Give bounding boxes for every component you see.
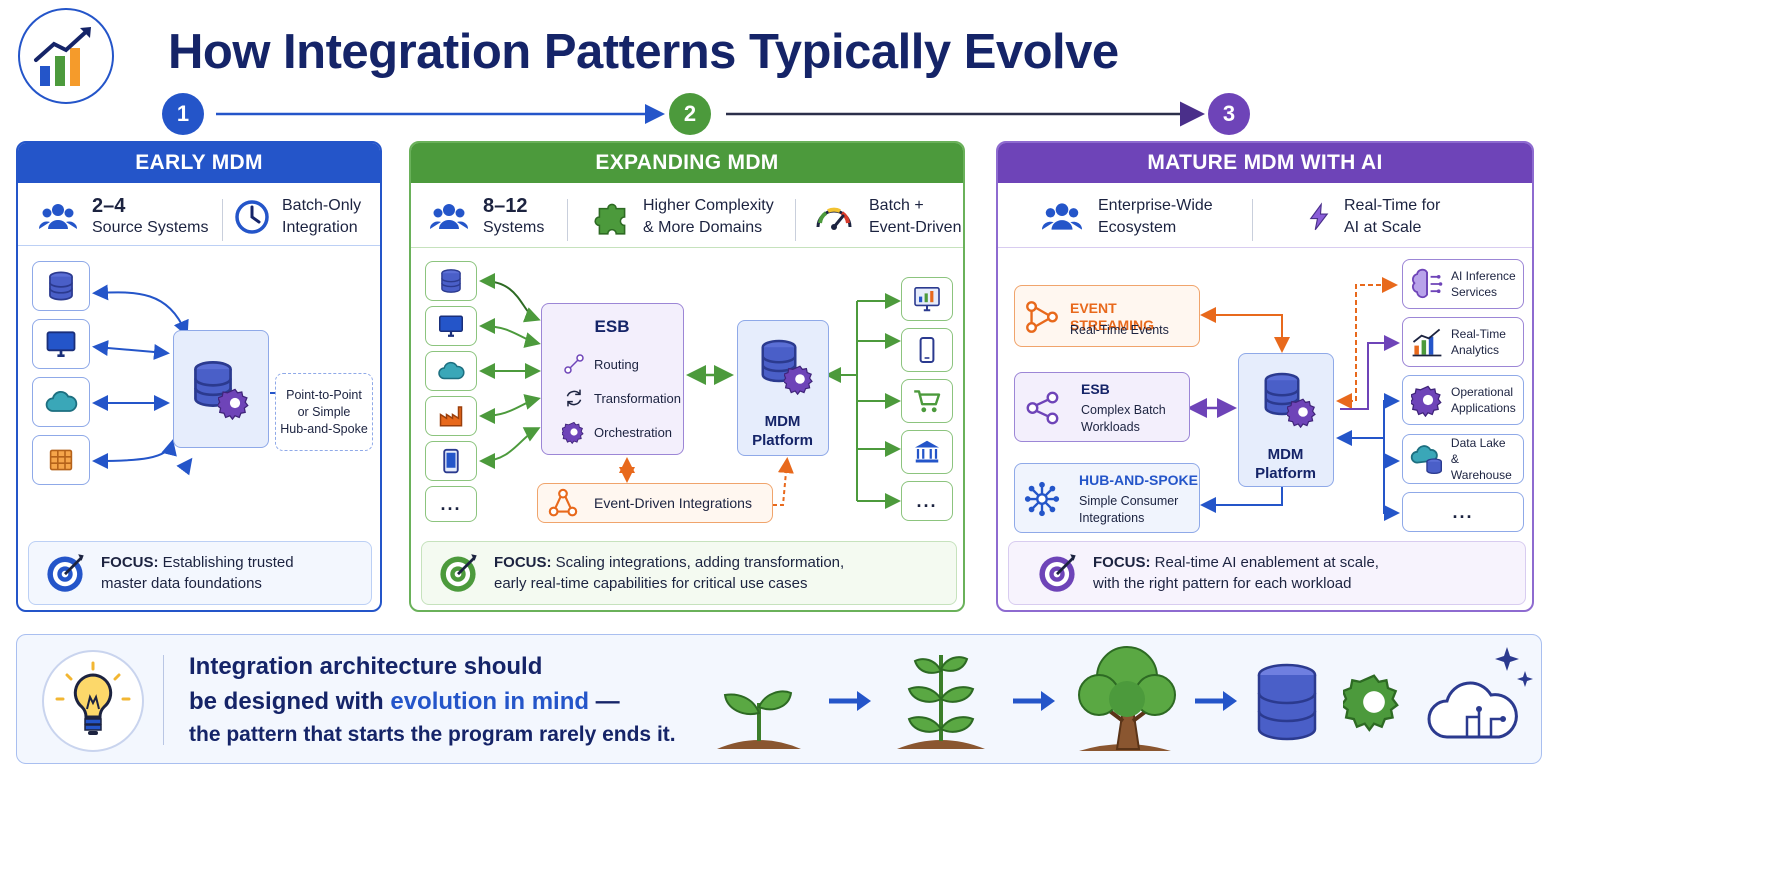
database-gear-icon	[1264, 372, 1316, 428]
sapling-icon	[897, 655, 985, 749]
puzzle-icon	[591, 196, 633, 238]
ai-cloud-icon	[1427, 647, 1533, 739]
target-mobile	[901, 328, 953, 372]
expanding-connectors	[479, 273, 901, 509]
tree-icon	[1078, 646, 1176, 751]
brain-icon	[1409, 266, 1445, 302]
esb-icon	[1023, 389, 1061, 427]
pattern-callout: Point-to-Point or Simple Hub-and-Spoke	[275, 373, 373, 451]
bank-icon	[912, 437, 942, 467]
mdm-hub	[173, 330, 269, 448]
database-icon	[1257, 663, 1317, 741]
source-cloud	[425, 351, 477, 391]
gear-icon	[1343, 674, 1399, 732]
routing-icon	[562, 352, 586, 376]
target-bank	[901, 430, 953, 474]
pattern-hub-and-spoke: HUB-AND-SPOKE Simple Consumer Integratio…	[1014, 463, 1200, 533]
gauge-icon	[809, 197, 859, 237]
target-cart	[901, 379, 953, 423]
chart-icon	[1409, 324, 1445, 360]
expanding-mdm-header: EXPANDING MDM	[411, 143, 963, 183]
mature-mdm-header: MATURE MDM WITH AI	[998, 143, 1532, 183]
mdm-platform: MDM Platform	[737, 320, 829, 456]
flow-icon	[546, 486, 580, 520]
users-icon	[425, 197, 473, 237]
consumer-more: ...	[1402, 492, 1524, 532]
seedling-icon	[717, 690, 801, 749]
source-tablet	[425, 441, 477, 481]
takeaway-line-2: be designed with evolution in mind —	[189, 688, 620, 715]
stream-icon	[1023, 298, 1061, 336]
source-more: ...	[425, 486, 477, 522]
early-connectors	[92, 284, 276, 476]
orchestration-icon	[562, 420, 586, 444]
takeaway-line-1: Integration architecture should	[189, 653, 543, 680]
dashboard-icon	[911, 283, 943, 315]
source-factory	[425, 396, 477, 436]
source-spreadsheet	[32, 435, 90, 485]
source-database	[32, 261, 90, 311]
growth-chart-icon	[34, 27, 91, 86]
transformation-icon	[562, 386, 586, 410]
step-3-badge: 3	[1208, 93, 1250, 135]
expanding-focus: FOCUS: Scaling integrations, adding tran…	[421, 541, 957, 605]
clock-icon	[232, 197, 272, 237]
source-monitor	[32, 319, 90, 369]
target-icon	[436, 551, 480, 595]
target-more: ...	[901, 481, 953, 521]
metric-complexity: Higher Complexity& More Domains	[591, 195, 774, 239]
target-icon	[43, 551, 87, 595]
mobile-icon	[911, 334, 943, 366]
takeaway-line-3: the pattern that starts the program rare…	[189, 723, 676, 746]
source-cloud	[32, 377, 90, 427]
metric-batch-event: Batch +Event-Driven	[809, 195, 961, 239]
logo-badge	[18, 8, 114, 104]
target-icon	[1035, 551, 1079, 595]
hub-icon	[1023, 480, 1061, 518]
stage-timeline	[216, 101, 1205, 127]
event-driven-box: Event-Driven Integrations	[537, 483, 773, 523]
datalake-icon	[1409, 441, 1445, 477]
source-database	[425, 261, 477, 301]
mdm-platform: MDM Platform	[1238, 353, 1334, 487]
step-1-badge: 1	[162, 93, 204, 135]
cart-icon	[911, 385, 943, 417]
pattern-event-streaming: EVENT STREAMING Real-Time Events	[1014, 285, 1200, 347]
users-icon	[1036, 196, 1088, 238]
consumer-data-lake: Data Lake& Warehouse	[1402, 434, 1524, 484]
early-mdm-header: EARLY MDM	[18, 143, 380, 183]
database-gear-icon	[193, 360, 249, 420]
database-gear-icon	[761, 339, 813, 395]
target-dashboard	[901, 277, 953, 321]
mature-focus: FOCUS: Real-time AI enablement at scale,…	[1008, 541, 1526, 605]
source-monitor	[425, 306, 477, 346]
pattern-esb: ESB Complex Batch Workloads	[1014, 372, 1190, 442]
mature-connectors	[1187, 277, 1400, 521]
users-icon	[34, 197, 82, 237]
lightbulb-icon	[42, 650, 144, 752]
lightning-icon	[1304, 196, 1334, 238]
key-takeaway-banner: Integration architecture should be desig…	[16, 634, 1542, 764]
page-title: How Integration Patterns Typically Evolv…	[168, 25, 1119, 79]
step-2-badge: 2	[669, 93, 711, 135]
esb-box: ESB Routing Transformation Orchestration	[541, 303, 684, 455]
gear-icon	[1411, 383, 1445, 417]
evolution-sequence	[717, 646, 1533, 751]
